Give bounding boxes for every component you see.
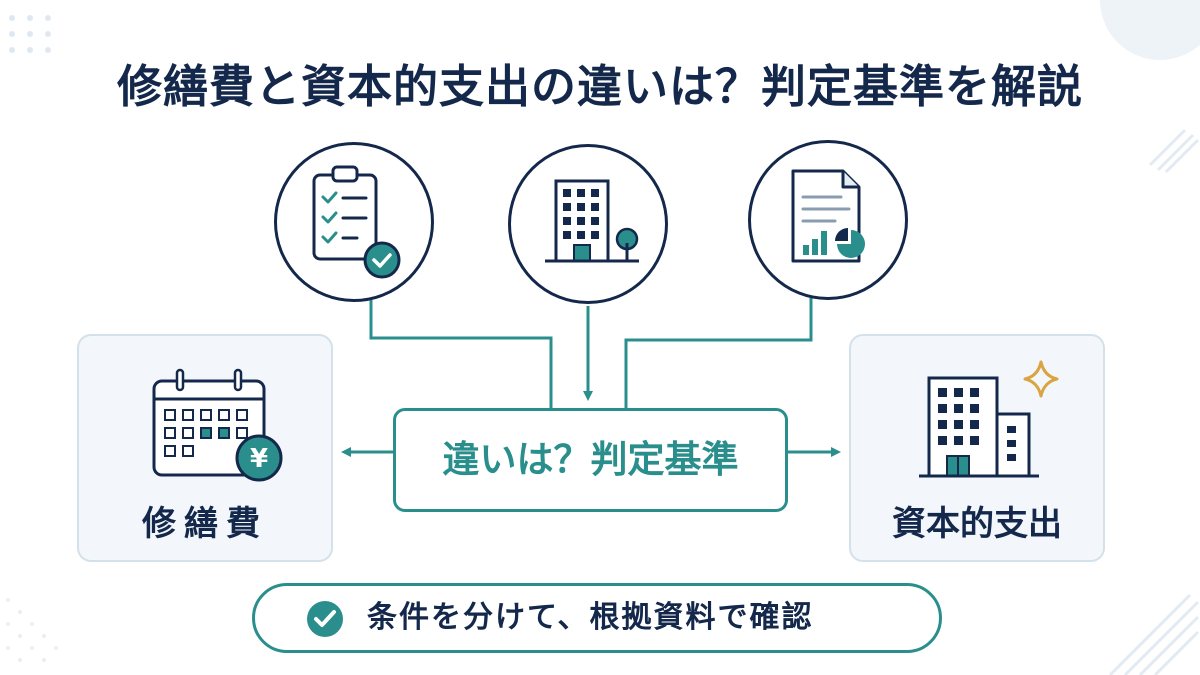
conclusion-text: 条件を分けて、根拠資料で確認 <box>367 600 814 635</box>
building-circle <box>508 144 668 304</box>
card-repair-cost: ¥ 修繕費 <box>77 334 333 562</box>
clipboard-circle <box>274 142 434 302</box>
conclusion-banner: 条件を分けて、根拠資料で確認 <box>252 583 942 653</box>
document-chart-icon <box>791 169 865 263</box>
connector-left <box>369 300 553 408</box>
calendar-yen-icon: ¥ <box>152 368 283 482</box>
check-circle-icon <box>307 601 343 637</box>
document-circle <box>748 140 908 300</box>
criteria-box: 違いは？判定基準 <box>393 408 788 512</box>
card-capital-expenditure: 資本的支出 <box>849 334 1105 562</box>
repair-cost-label: 修繕費 <box>142 504 268 544</box>
connector-right <box>624 298 813 408</box>
building-sparkle-icon <box>919 360 1059 478</box>
clipboard-checklist-icon <box>312 165 401 279</box>
office-building-icon <box>545 179 639 263</box>
yen-symbol: ¥ <box>250 444 268 474</box>
capital-expenditure-label: 資本的支出 <box>892 504 1062 544</box>
page-title: 修繕費と資本的支出の違いは？判定基準を解説 <box>116 60 1083 113</box>
